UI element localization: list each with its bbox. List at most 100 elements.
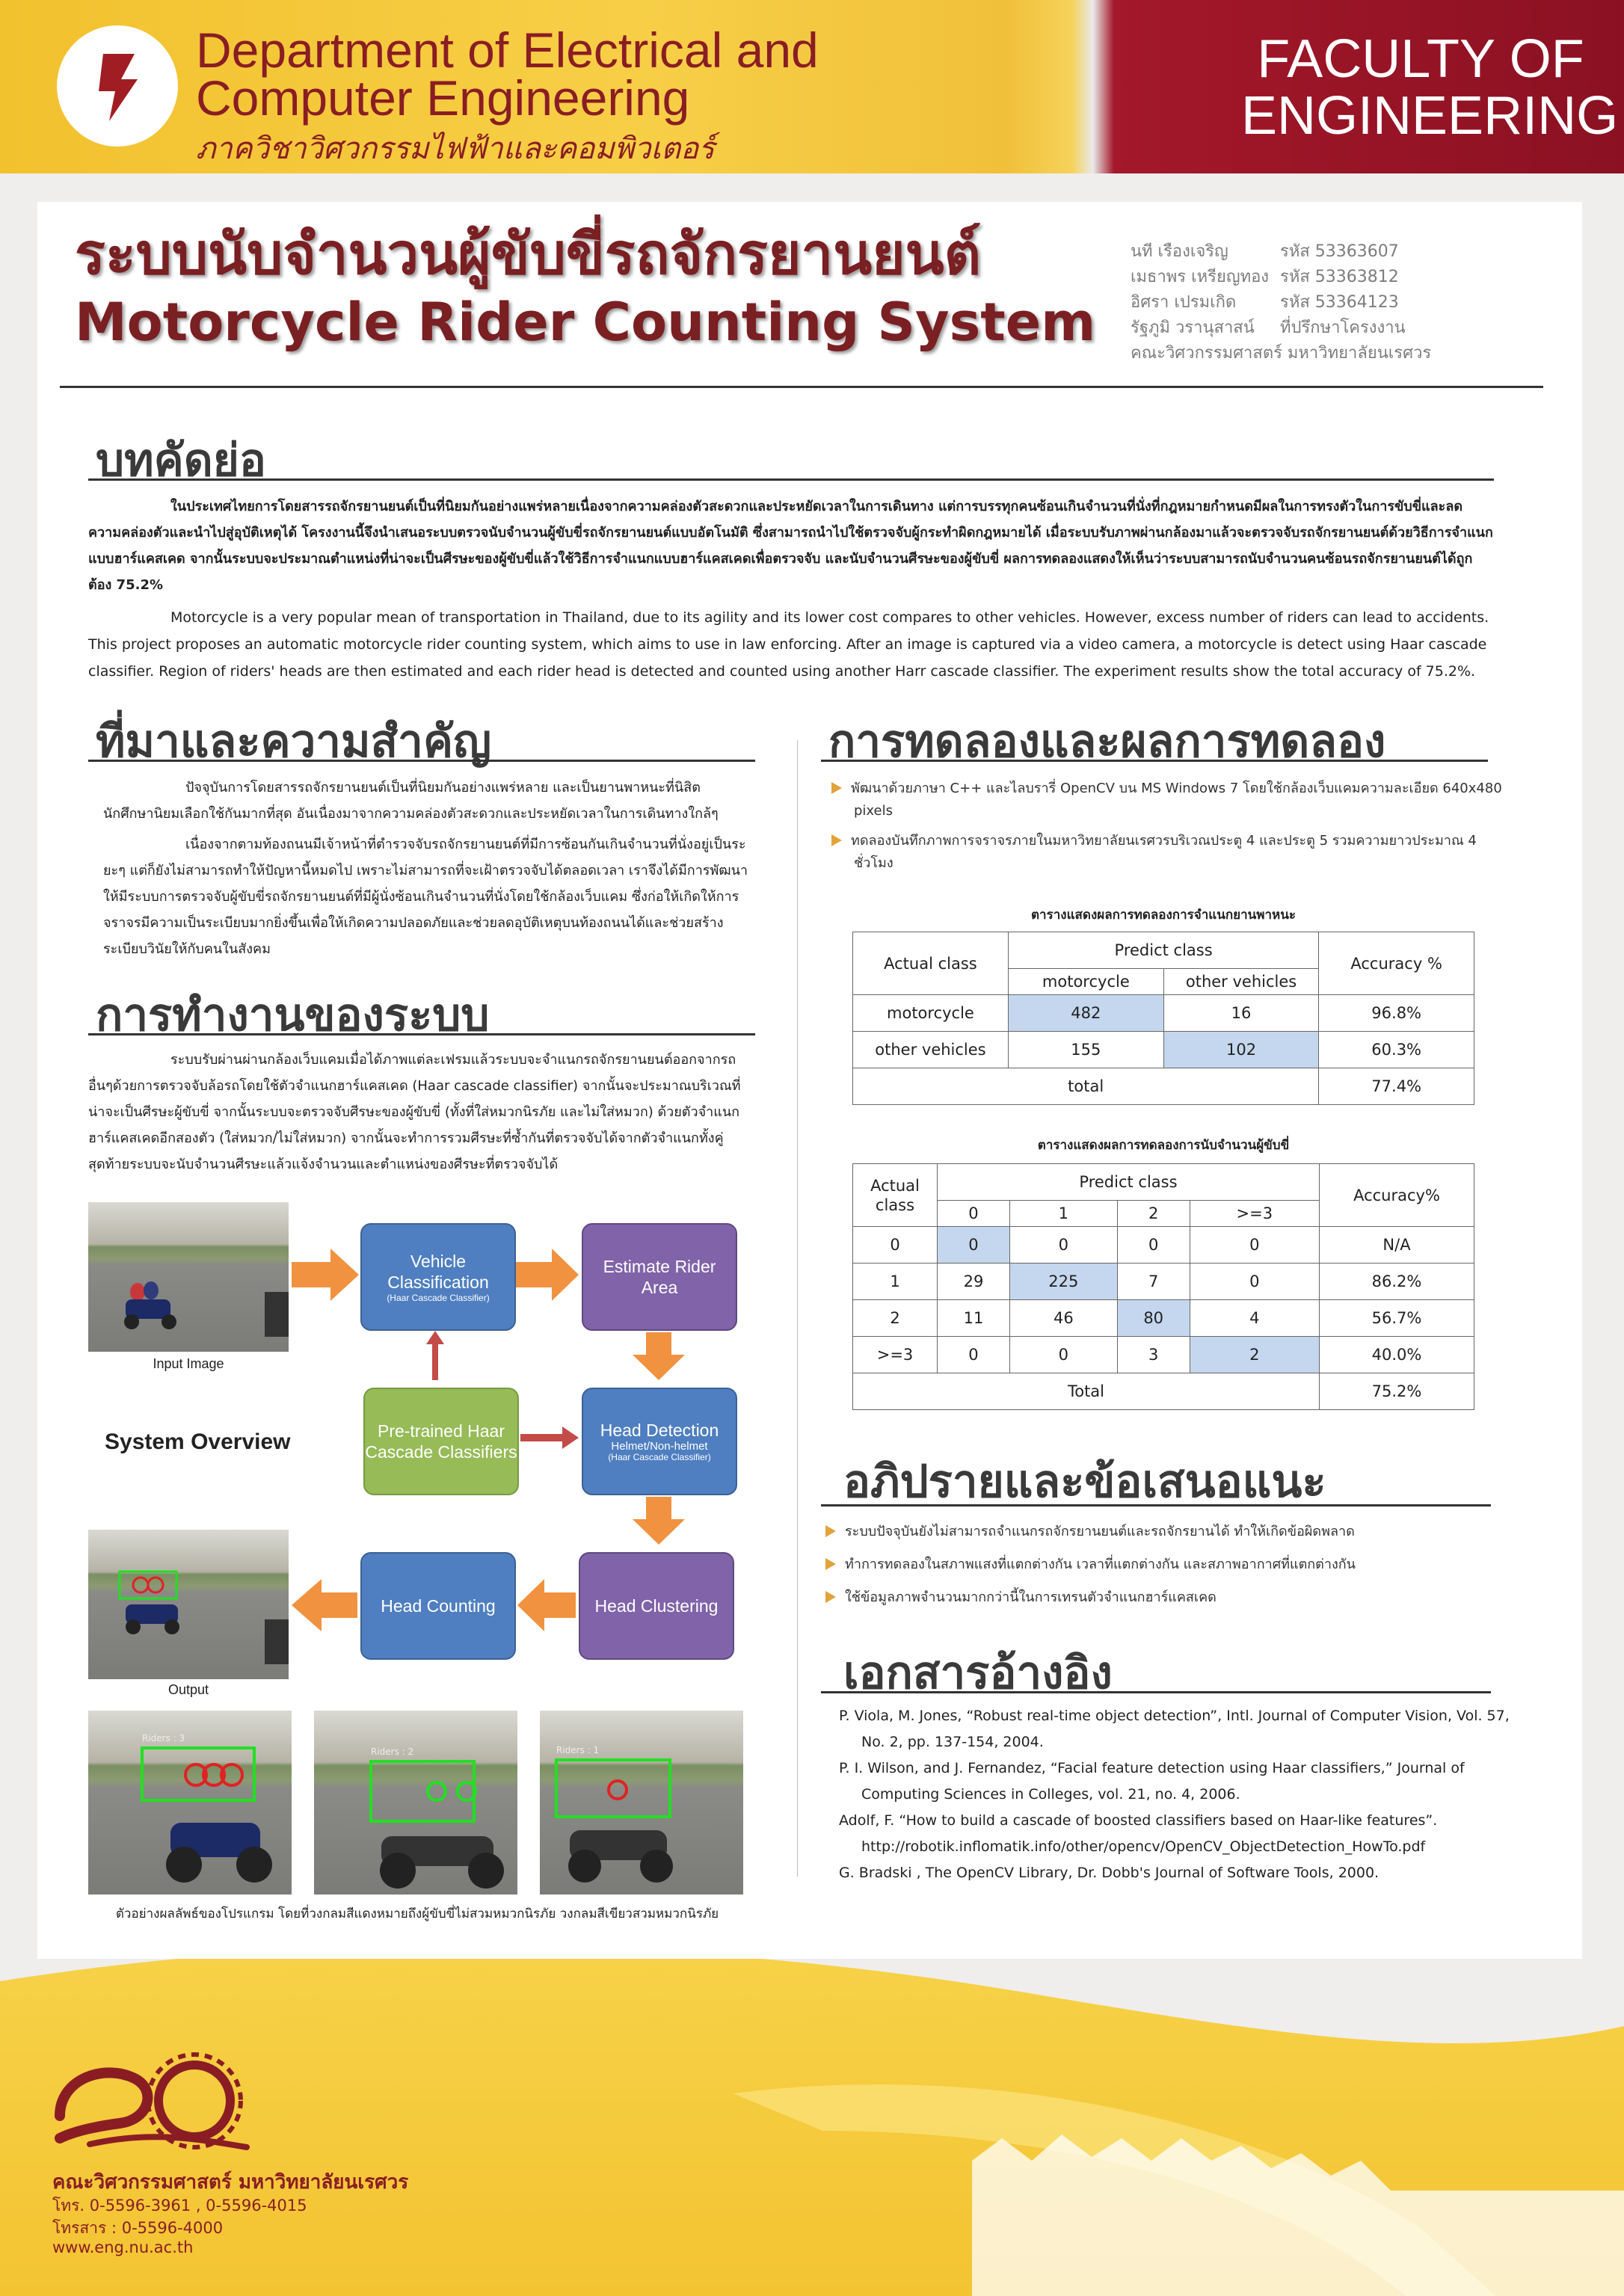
- discussion-heading: อภิปรายและข้อเสนอแนะ: [843, 1456, 1326, 1508]
- faculty-line1: FACULTY OF: [1257, 29, 1584, 89]
- arrow-down-icon: [633, 1497, 685, 1545]
- estimate-rider-area-box: Estimate Rider Area: [582, 1223, 737, 1331]
- title-divider: [60, 386, 1543, 388]
- table1-col-header: other vehicles: [1163, 968, 1320, 995]
- table2-cell: 0: [1116, 1226, 1190, 1264]
- author-id: รหัส 53363812: [1280, 268, 1399, 286]
- table2-actual-header: Actual class: [852, 1163, 938, 1227]
- method-rule: [88, 1033, 755, 1035]
- table-row: 1 29 225 7 0 86.2%: [852, 1263, 1474, 1300]
- sample-tag: Riders : 1: [556, 1745, 600, 1755]
- references-rule: [821, 1691, 1491, 1693]
- table2-cell: 0: [1009, 1336, 1118, 1373]
- reference-item: P. I. Wilson, and J. Fernandez, “Facial …: [839, 1760, 1465, 1803]
- input-image-label: Input Image: [153, 1356, 224, 1371]
- head-clustering-title: Head Clustering: [594, 1596, 719, 1616]
- table2-row-label: >=3: [852, 1336, 938, 1373]
- table2-cell: 0: [1189, 1263, 1320, 1300]
- author-id: รหัส 53363607: [1280, 242, 1399, 261]
- footer-organization: คณะวิศวกรรมศาสตร์ มหาวิทยาลัยนเรศวร: [52, 2171, 409, 2194]
- table2-cell: 80: [1116, 1299, 1190, 1337]
- arrow-down-icon: [633, 1332, 685, 1380]
- table1-row-label: other vehicles: [852, 1031, 1009, 1068]
- discussion-rule: [821, 1504, 1491, 1506]
- poster-title-english: Motorcycle Rider Counting System: [75, 292, 1096, 353]
- table1-cell: 102: [1163, 1031, 1320, 1068]
- rider-counting-table: Actual class Predict class Accuracy% 0 1…: [852, 1163, 1474, 1410]
- table2-predict-header: Predict class: [937, 1163, 1320, 1201]
- author-name: เมธาพร เหรียญทอง: [1131, 268, 1270, 286]
- arrow-up-icon: [426, 1331, 444, 1380]
- table2-cell: 225: [1009, 1263, 1118, 1300]
- table2-accuracy: 56.7%: [1319, 1299, 1474, 1337]
- sample-result-3: Riders : 1: [540, 1711, 743, 1895]
- header-banner: [0, 0, 1624, 173]
- arrow-right-icon: [292, 1249, 359, 1301]
- arrow-right-icon: [516, 1249, 579, 1301]
- table2-cell: 3: [1116, 1336, 1190, 1373]
- table2-accuracy-header: Accuracy%: [1319, 1163, 1474, 1227]
- faculty-line2: ENGINEERING: [1241, 86, 1619, 146]
- motorcycle-illustration: [124, 1281, 289, 1337]
- table1-actual-header: Actual class: [852, 932, 1009, 995]
- table2-accuracy: 40.0%: [1319, 1336, 1474, 1373]
- table2-cell: 7: [1116, 1263, 1190, 1300]
- table1-col-header: motorcycle: [1007, 968, 1164, 995]
- sample-tag: Riders : 2: [371, 1746, 414, 1757]
- author-list: นที เรืองเจริญ รหัส 53363607 เมธาพร เหรี…: [1131, 238, 1431, 365]
- experiment-heading: การทดลองและผลการทดลอง: [828, 715, 1386, 768]
- detection-illustration: [118, 1570, 289, 1664]
- bullet-arrow-icon: [825, 1558, 836, 1570]
- table-row: total 77.4%: [852, 1068, 1474, 1105]
- table1-accuracy-header: Accuracy %: [1318, 932, 1474, 995]
- table2-cell: 11: [937, 1299, 1010, 1337]
- department-name-thai: ภาควิชาวิศวกรรมไฟฟ้าและคอมพิวเตอร์: [196, 132, 715, 166]
- table2-row-label: 2: [852, 1299, 938, 1337]
- samples-caption: ตัวอย่างผลลัพธ์ของโปรแกรม โดยที่วงกลมสีแ…: [115, 1906, 719, 1921]
- table1-total-label: total: [852, 1068, 1320, 1105]
- experiment-bullet-2: ทดลองบันทึกภาพการจราจรภายในมหาวิทยาลัยนเ…: [831, 830, 1512, 875]
- system-overview-label: System Overview: [105, 1429, 291, 1454]
- experiment-bullet-1: พัฒนาด้วยภาษา C++ และไลบรารี่ OpenCV บน …: [831, 778, 1512, 822]
- head-detection-note: (Haar Cascade Classifier): [608, 1452, 711, 1462]
- abstract-english: Motorcycle is a very popular mean of tra…: [88, 609, 1489, 680]
- abstract-thai: ในประเทศไทยการโดยสารรถจักรยานยนต์เป็นที่…: [88, 499, 1493, 593]
- head-detection-subtitle: Helmet/Non-helmet: [611, 1440, 708, 1453]
- author-name: อิศรา เปรมเกิด: [1131, 293, 1237, 312]
- sample-result-1: Riders : 3: [88, 1711, 292, 1895]
- table2-row-label: 1: [852, 1263, 938, 1300]
- head-detection-box: Head Detection Helmet/Non-helmet (Haar C…: [582, 1388, 737, 1495]
- table1-cell: 155: [1007, 1031, 1164, 1068]
- bullet-arrow-icon: [825, 1525, 836, 1537]
- output-image-label: Output: [167, 1682, 209, 1697]
- arrow-right-icon: [520, 1426, 579, 1449]
- author-id: ที่ปรึกษาโครงงาน: [1280, 318, 1406, 337]
- table2-total: 75.2%: [1319, 1373, 1474, 1410]
- head-clustering-box: Head Clustering: [579, 1552, 734, 1660]
- sample-result-2: Riders : 2: [314, 1711, 517, 1895]
- table-row: 0 0 0 0 0 N/A: [852, 1226, 1474, 1264]
- table1-accuracy: 60.3%: [1318, 1031, 1474, 1068]
- table2-cell: 29: [937, 1263, 1010, 1300]
- table1-row-label: motorcycle: [852, 994, 1009, 1032]
- discussion-bullet: ทำการทดลองในสภาพแสงที่แตกต่างกัน เวลาที่…: [825, 1554, 1491, 1576]
- bullet-text: ระบบปัจจุบันยังไม่สามารถจำแนกรถจักรยานยน…: [845, 1524, 1355, 1539]
- table2-accuracy: 86.2%: [1319, 1263, 1474, 1300]
- column-divider: [797, 740, 798, 1877]
- poster-title-thai: ระบบนับจำนวนผู้ขับขี่รถจักรยานยนต์: [75, 221, 981, 287]
- footer-website[interactable]: www.eng.nu.ac.th: [52, 2238, 194, 2256]
- bullet-text: พัฒนาด้วยภาษา C++ และไลบรารี่ OpenCV บน …: [851, 781, 1502, 819]
- reference-list: P. Viola, M. Jones, “Robust real-time ob…: [839, 1703, 1527, 1886]
- table2-cell: 0: [1009, 1226, 1118, 1264]
- table2-cell: 46: [1009, 1299, 1118, 1337]
- table2-accuracy: N/A: [1319, 1226, 1474, 1264]
- footer-fax: โทรสาร : 0-5596-4000: [52, 2219, 224, 2237]
- table2-row-label: 0: [852, 1226, 938, 1264]
- sample-tag: Riders : 3: [142, 1733, 185, 1743]
- table-row: motorcycle 482 16 96.8%: [852, 994, 1474, 1032]
- table2-cell: 4: [1189, 1299, 1320, 1337]
- references-heading: เอกสารอ้างอิง: [843, 1647, 1113, 1699]
- table2-cell: 0: [937, 1226, 1010, 1264]
- head-counting-title: Head Counting: [381, 1596, 496, 1616]
- method-heading: การทำงานของระบบ: [96, 989, 490, 1041]
